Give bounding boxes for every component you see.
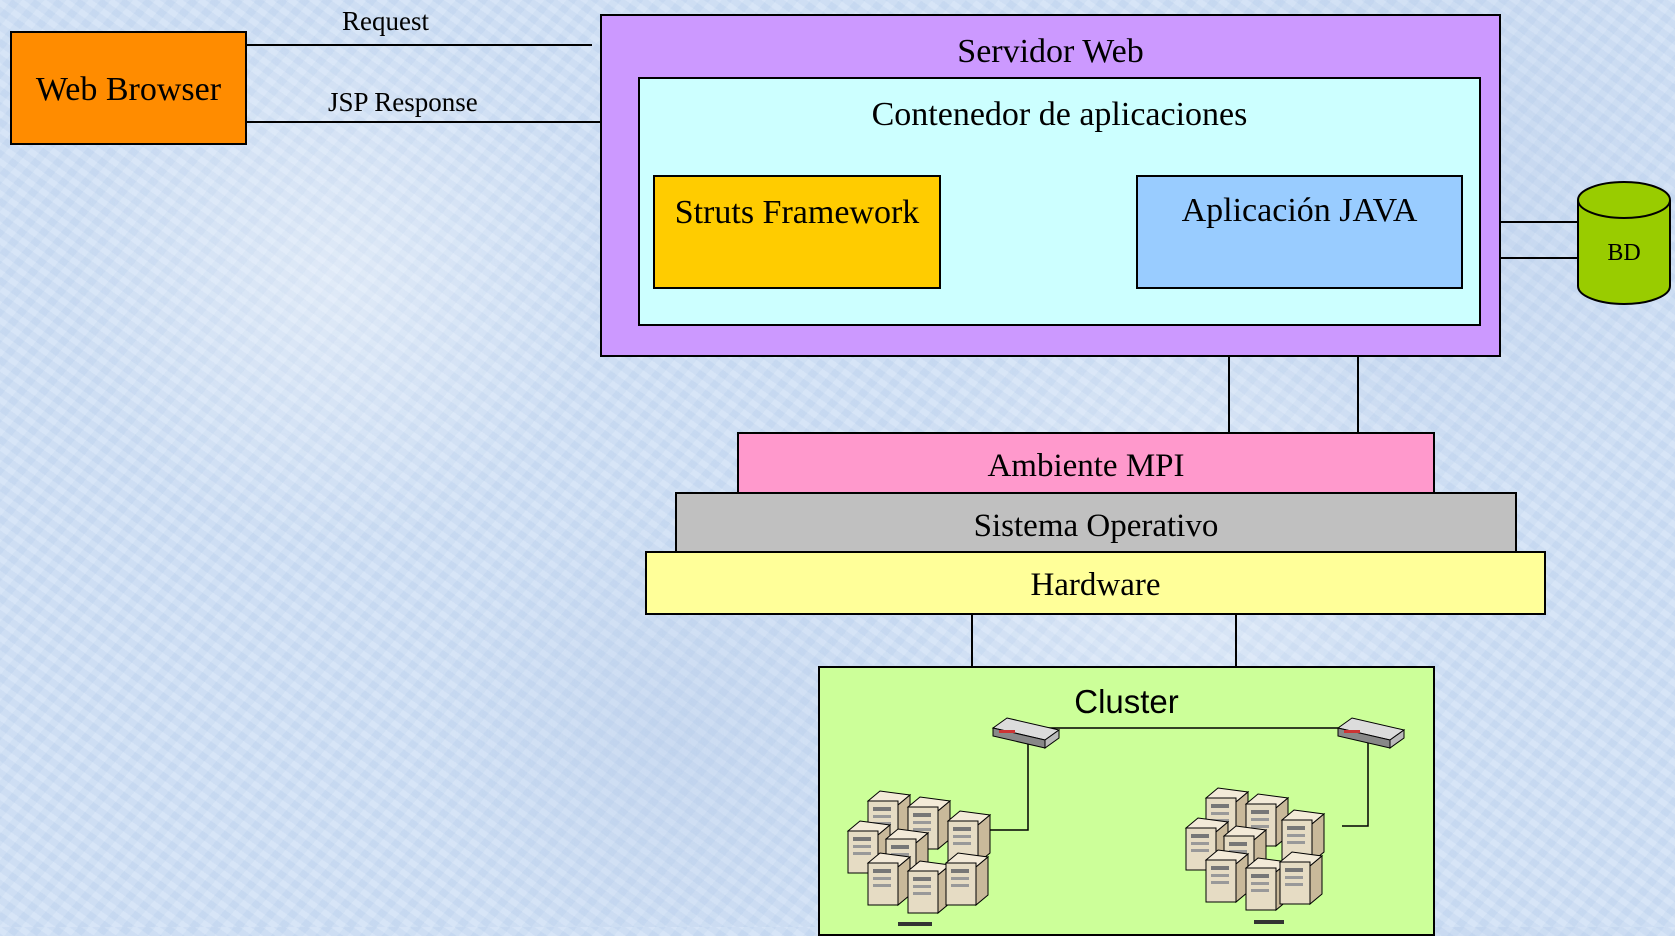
web-browser-label: Web Browser: [35, 71, 222, 108]
server-caption-marks: [898, 920, 1284, 926]
hardware-layer-label: Hardware: [1030, 567, 1161, 603]
server-rack-icon: [847, 790, 991, 914]
cluster-network: [847, 717, 1406, 926]
web-server-title: Servidor Web: [957, 33, 1144, 70]
request-label: Request: [342, 6, 429, 36]
hardware-layer: Hardware: [645, 551, 1546, 615]
struts-framework-box: Struts Framework: [653, 175, 941, 289]
os-layer-label: Sistema Operativo: [973, 508, 1219, 544]
database-label: BD: [1607, 240, 1641, 266]
server-rack-icon: [1185, 787, 1325, 911]
mpi-layer-label: Ambiente MPI: [987, 448, 1185, 484]
java-application-label: Aplicación JAVA: [1181, 192, 1418, 229]
struts-framework-label: Struts Framework: [674, 194, 920, 231]
left-switch-uplink: [988, 734, 1029, 831]
app-container-title: Contenedor de aplicaciones: [871, 96, 1248, 133]
mpi-layer: Ambiente MPI: [737, 432, 1435, 494]
network-switch-icon: [1336, 717, 1406, 749]
cluster-title: Cluster: [1074, 683, 1179, 720]
java-application-box: Aplicación JAVA: [1136, 175, 1463, 289]
os-layer: Sistema Operativo: [675, 492, 1517, 554]
response-label: JSP Response: [328, 87, 478, 117]
web-browser-box: Web Browser: [10, 31, 247, 145]
right-switch-uplink: [1342, 734, 1369, 827]
database-icon: [1577, 181, 1671, 305]
network-switch-icon: [991, 717, 1061, 749]
